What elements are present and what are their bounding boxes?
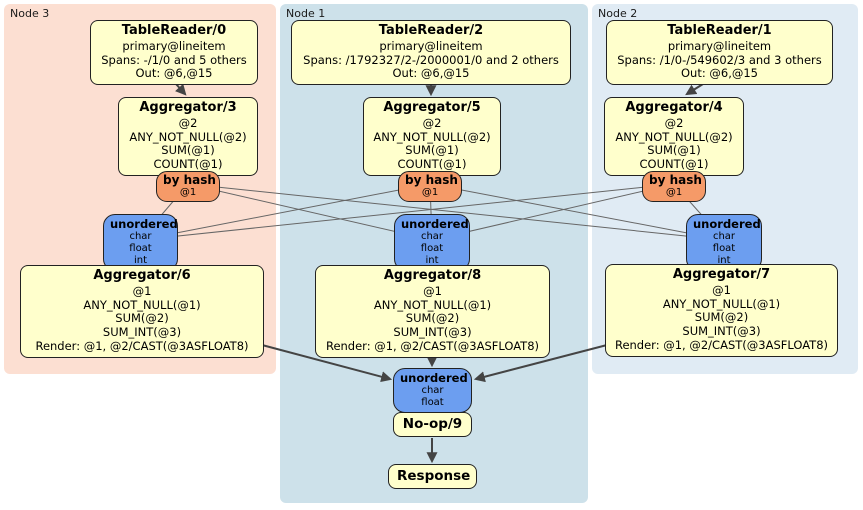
response-box: Response — [388, 464, 477, 490]
processor-line: SUM_INT(@3) — [682, 324, 761, 339]
router-detail: @1 — [179, 187, 197, 199]
sync-title: unordered — [401, 217, 469, 231]
processor-line: Spans: /1/0-/549602/3 and 3 others — [617, 52, 822, 67]
router-title: by hash — [405, 173, 458, 187]
processor-title: TableReader/2 — [378, 23, 484, 38]
sync-unordered-node1: unordered char float int — [394, 214, 470, 271]
sync-unordered-final: unordered char float — [393, 368, 472, 413]
processor-title: TableReader/0 — [121, 23, 227, 38]
router-detail: @1 — [421, 187, 439, 199]
processor-line: COUNT(@1) — [397, 157, 467, 172]
sync-type: int — [133, 254, 148, 266]
processor-line: @1 — [423, 283, 442, 298]
processor-title: TableReader/1 — [667, 23, 772, 38]
response-title: Response — [397, 468, 471, 484]
sync-type: float — [421, 397, 444, 409]
router-by-hash-node1: by hash @1 — [398, 171, 462, 202]
processor-aggregator-7: Aggregator/7 @1 ANY_NOT_NULL(@1) SUM(@2)… — [605, 264, 838, 357]
sync-type: char — [129, 231, 152, 243]
processor-aggregator-4: Aggregator/4 @2 ANY_NOT_NULL(@2) SUM(@1)… — [604, 97, 744, 177]
processor-line: Out: @6,@15 — [681, 66, 758, 81]
processor-line: SUM_INT(@3) — [102, 325, 182, 340]
processor-line: ANY_NOT_NULL(@2) — [129, 129, 247, 144]
sync-title: unordered — [110, 217, 178, 231]
sync-unordered-node3: unordered char float int — [103, 214, 178, 271]
processor-tablereader-2: TableReader/2 primary@lineitem Spans: /1… — [291, 20, 571, 86]
node-1-label: Node 1 — [286, 7, 326, 20]
processor-tablereader-1: TableReader/1 primary@lineitem Spans: /1… — [606, 20, 833, 86]
sync-type: float — [712, 243, 736, 255]
processor-aggregator-8: Aggregator/8 @1 ANY_NOT_NULL(@1) SUM(@2)… — [315, 265, 550, 358]
processor-line: primary@lineitem — [667, 38, 772, 53]
processor-title: No-op/9 — [402, 416, 463, 432]
processor-line: SUM(@2) — [405, 311, 460, 326]
processor-line: ANY_NOT_NULL(@1) — [373, 297, 492, 312]
processor-line: Render: @1, @2/CAST(@3ASFLOAT8) — [614, 338, 829, 353]
processor-title: Aggregator/4 — [625, 100, 723, 115]
processor-line: Out: @6,@15 — [135, 66, 213, 81]
router-detail: @1 — [665, 187, 683, 199]
processor-line: SUM(@2) — [115, 311, 169, 326]
processor-line: Spans: -/1/0 and 5 others — [101, 52, 247, 67]
processor-title: Aggregator/6 — [93, 268, 191, 283]
sync-unordered-node2: unordered char float int — [686, 214, 762, 271]
processor-line: COUNT(@1) — [639, 157, 709, 172]
processor-line: SUM(@1) — [161, 143, 215, 158]
processor-noop-9: No-op/9 — [393, 412, 472, 438]
processor-line: ANY_NOT_NULL(@1) — [83, 297, 201, 312]
sync-title: unordered — [693, 217, 761, 231]
sync-type: float — [129, 243, 152, 255]
processor-line: @2 — [664, 115, 684, 130]
processor-line: primary@lineitem — [122, 38, 226, 53]
processor-line: ANY_NOT_NULL(@2) — [373, 129, 491, 144]
processor-title: Aggregator/8 — [383, 268, 482, 283]
node-3-label: Node 3 — [10, 7, 50, 20]
processor-line: SUM(@1) — [647, 143, 701, 158]
processor-line: Render: @1, @2/CAST(@3ASFLOAT8) — [35, 339, 249, 354]
processor-title: Aggregator/7 — [672, 267, 771, 282]
sync-type: float — [420, 243, 444, 255]
router-title: by hash — [163, 173, 216, 187]
processor-line: SUM(@2) — [694, 310, 749, 325]
sync-type: char — [421, 385, 444, 397]
sync-type: char — [712, 231, 736, 243]
processor-title: Aggregator/3 — [139, 100, 237, 115]
node-2-label: Node 2 — [598, 7, 638, 20]
processor-aggregator-3: Aggregator/3 @2 ANY_NOT_NULL(@2) SUM(@1)… — [118, 97, 258, 177]
router-title: by hash — [649, 173, 702, 187]
router-by-hash-node2: by hash @1 — [642, 171, 706, 202]
processor-aggregator-5: Aggregator/5 @2 ANY_NOT_NULL(@2) SUM(@1)… — [363, 97, 501, 177]
sync-type: int — [425, 254, 439, 266]
processor-line: Render: @1, @2/CAST(@3ASFLOAT8) — [325, 339, 540, 354]
processor-tablereader-0: TableReader/0 primary@lineitem Spans: -/… — [90, 20, 258, 86]
processor-aggregator-6: Aggregator/6 @1 ANY_NOT_NULL(@1) SUM(@2)… — [20, 265, 264, 358]
processor-title: Aggregator/5 — [383, 100, 481, 115]
router-by-hash-node3: by hash @1 — [156, 171, 220, 202]
processor-line: primary@lineitem — [379, 38, 483, 53]
sync-type: char — [420, 231, 444, 243]
sync-type: int — [717, 254, 731, 266]
processor-line: Out: @6,@15 — [392, 66, 470, 81]
sync-title: unordered — [400, 371, 468, 385]
processor-line: @2 — [422, 115, 442, 130]
processor-line: SUM(@1) — [405, 143, 459, 158]
processor-line: SUM_INT(@3) — [393, 325, 472, 340]
processor-line: @1 — [132, 283, 152, 298]
processor-line: @1 — [712, 282, 731, 297]
processor-line: Spans: /1792327/2-/2000001/0 and 2 other… — [303, 52, 559, 67]
processor-line: @2 — [178, 115, 198, 130]
processor-line: ANY_NOT_NULL(@1) — [662, 296, 781, 311]
processor-line: COUNT(@1) — [153, 157, 223, 172]
processor-line: ANY_NOT_NULL(@2) — [615, 129, 733, 144]
